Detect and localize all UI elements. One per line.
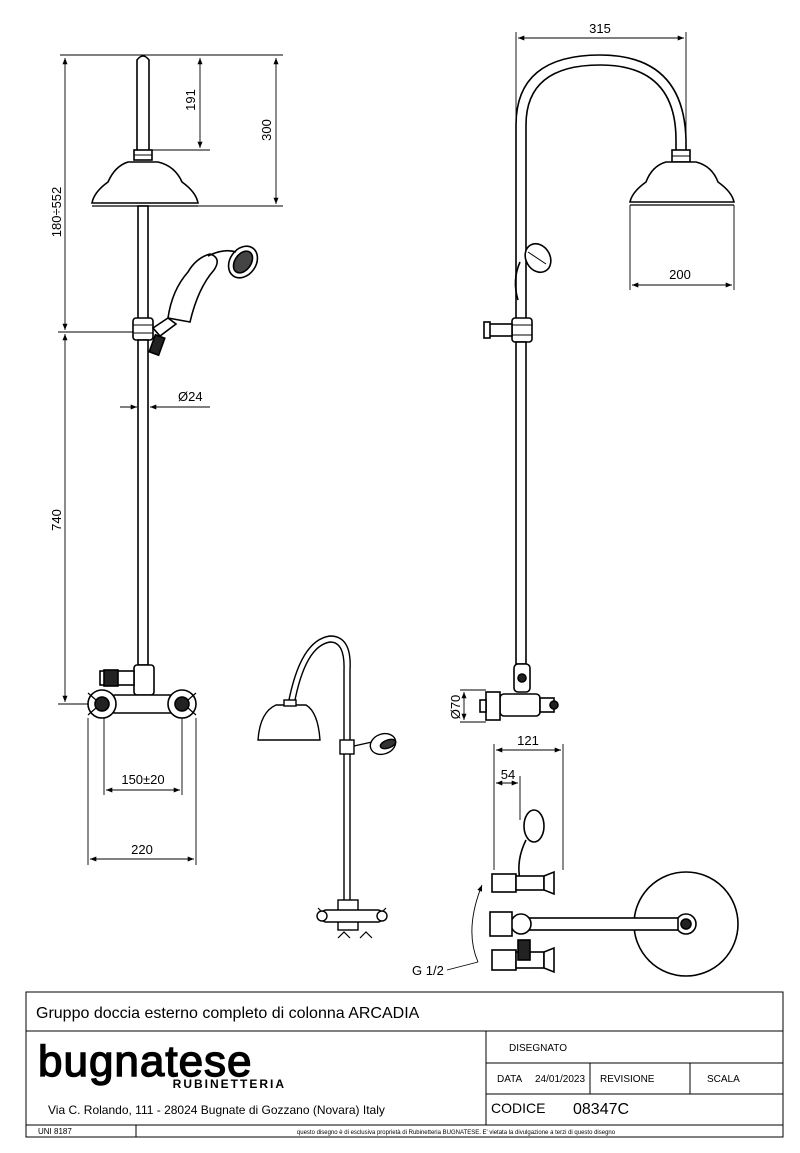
company-address: Via C. Rolando, 111 - 28024 Bugnate di G… [48,1103,385,1117]
dim-diameter-70: Ø70 [448,695,463,720]
dim-121: 121 [517,733,539,748]
front-dimension-labels: 191 300 180÷552 740 Ø24 150±20 220 [49,89,274,857]
codice-label: CODICE [491,1100,545,1116]
dim-g-1-2: G 1/2 [412,963,444,978]
company-logo: bugnatese [38,1037,253,1086]
dim-740: 740 [49,509,64,531]
revisione-label: REVISIONE [600,1074,655,1085]
dim-diameter-24: Ø24 [178,389,203,404]
hand-shower-front [167,253,218,323]
overhead-shower-head-side [629,161,735,203]
dim-54: 54 [501,767,515,782]
front-view [87,55,259,719]
company-logo-subtitle: RUBINETTERIA [173,1077,286,1091]
scala-label: SCALA [707,1074,740,1085]
dim-180-552: 180÷552 [49,187,64,238]
top-view [489,809,739,977]
title-block [25,991,784,1138]
disegnato-label: DISEGNATO [509,1043,567,1054]
ownership-note: questo disegno è di esclusiva proprietà … [297,1130,616,1136]
uni-standard: UNI 8187 [38,1127,72,1136]
dim-300: 300 [259,119,274,141]
side-view [479,54,735,721]
data-label: DATA [497,1074,523,1085]
dim-191: 191 [183,89,198,111]
overhead-shower-head-front [91,161,199,204]
drawing-title: Gruppo doccia esterno completo di colonn… [36,1005,420,1022]
dim-315: 315 [589,21,611,36]
dim-220: 220 [131,842,153,857]
codice-value: 08347C [573,1101,629,1118]
data-value: 24/01/2023 [535,1074,585,1085]
side-dimension-lines [460,32,735,723]
top-dimension-lines [446,744,564,971]
title-block-text: Gruppo doccia esterno completo di colonn… [36,1005,740,1136]
top-dimension-labels: 121 54 G 1/2 [412,733,539,978]
dim-200: 200 [669,267,691,282]
front-dimension-lines [58,54,283,865]
perspective-view [257,635,397,939]
side-dimension-labels: 315 200 Ø70 [448,21,691,719]
dim-150: 150±20 [121,772,164,787]
